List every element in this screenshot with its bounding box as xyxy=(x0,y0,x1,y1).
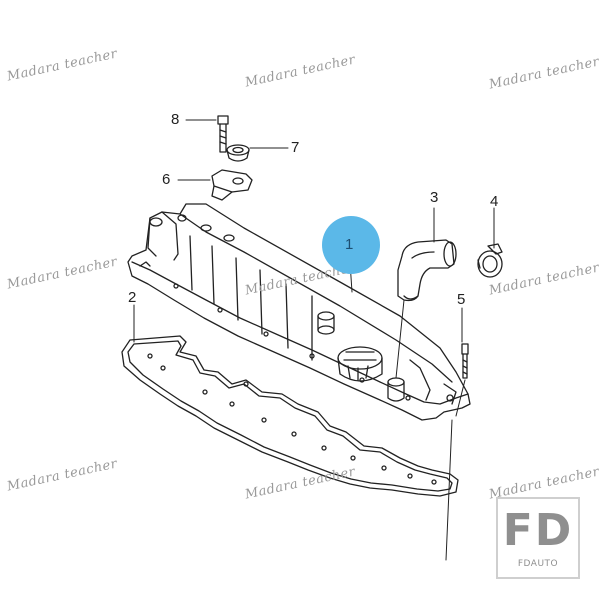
highlight-marker xyxy=(322,216,380,274)
callout-1: 1 xyxy=(345,236,354,253)
bolt-5 xyxy=(461,343,469,379)
grommet xyxy=(226,144,250,162)
logo-subtitle: FDAUTO xyxy=(517,559,559,569)
breather-hose xyxy=(397,239,457,302)
leader-line-3b xyxy=(395,299,405,379)
mounting-bracket xyxy=(211,169,253,201)
callout-7: 7 xyxy=(291,139,300,156)
callout-5: 5 xyxy=(457,291,466,308)
bolt-8 xyxy=(217,115,229,153)
gasket xyxy=(121,335,459,497)
callout-2: 2 xyxy=(128,289,137,306)
logo-letters: FD xyxy=(502,505,574,556)
hose-clamp xyxy=(477,243,503,278)
fdauto-logo: FD FDAUTO xyxy=(496,497,580,579)
callout-4: 4 xyxy=(490,193,499,210)
callout-8: 8 xyxy=(171,111,180,128)
leader-line-5c xyxy=(445,419,453,561)
callout-3: 3 xyxy=(430,189,439,206)
valve-cover xyxy=(127,203,471,421)
leader-line-5b xyxy=(455,379,466,417)
callout-6: 6 xyxy=(162,171,171,188)
